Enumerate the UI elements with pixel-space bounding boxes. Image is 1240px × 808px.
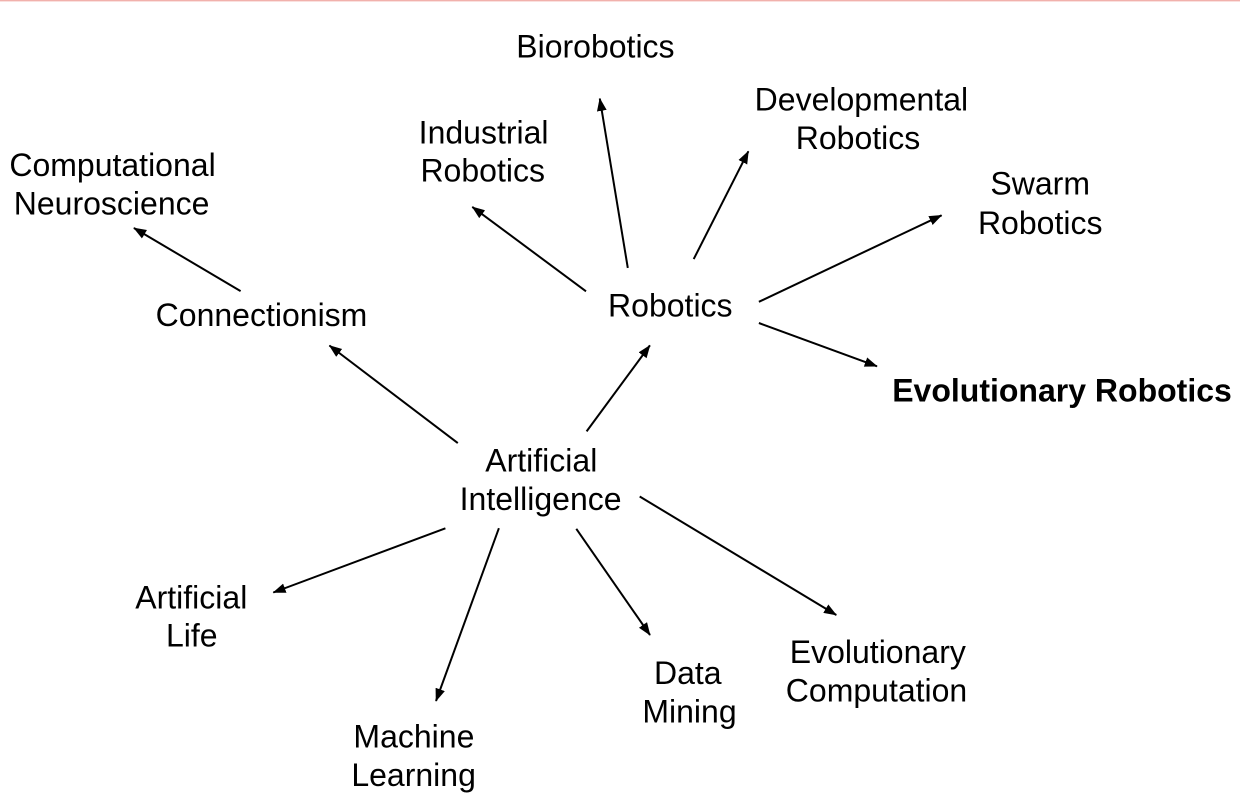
svg-text:Artificial: Artificial xyxy=(135,579,247,615)
svg-text:Robotics: Robotics xyxy=(608,288,733,324)
svg-text:Data: Data xyxy=(654,655,722,691)
svg-text:Evolutionary Robotics: Evolutionary Robotics xyxy=(892,373,1232,409)
svg-text:Computational: Computational xyxy=(9,147,215,183)
svg-text:Learning: Learning xyxy=(351,757,476,793)
svg-text:Swarm: Swarm xyxy=(990,166,1090,202)
svg-text:Evolutionary: Evolutionary xyxy=(790,634,966,670)
svg-text:Robotics: Robotics xyxy=(978,205,1103,241)
svg-text:Developmental: Developmental xyxy=(755,82,968,118)
svg-text:Robotics: Robotics xyxy=(420,153,545,189)
svg-text:Neuroscience: Neuroscience xyxy=(14,185,210,221)
svg-text:Intelligence: Intelligence xyxy=(460,481,622,517)
svg-text:Life: Life xyxy=(166,618,218,654)
svg-text:Robotics: Robotics xyxy=(796,120,921,156)
svg-text:Computation: Computation xyxy=(786,673,967,709)
svg-text:Connectionism: Connectionism xyxy=(156,297,368,333)
svg-text:Machine: Machine xyxy=(353,719,474,755)
svg-text:Industrial: Industrial xyxy=(419,114,549,150)
svg-text:Artificial: Artificial xyxy=(485,443,597,479)
svg-text:Biorobotics: Biorobotics xyxy=(516,29,674,65)
svg-text:Mining: Mining xyxy=(642,694,736,730)
